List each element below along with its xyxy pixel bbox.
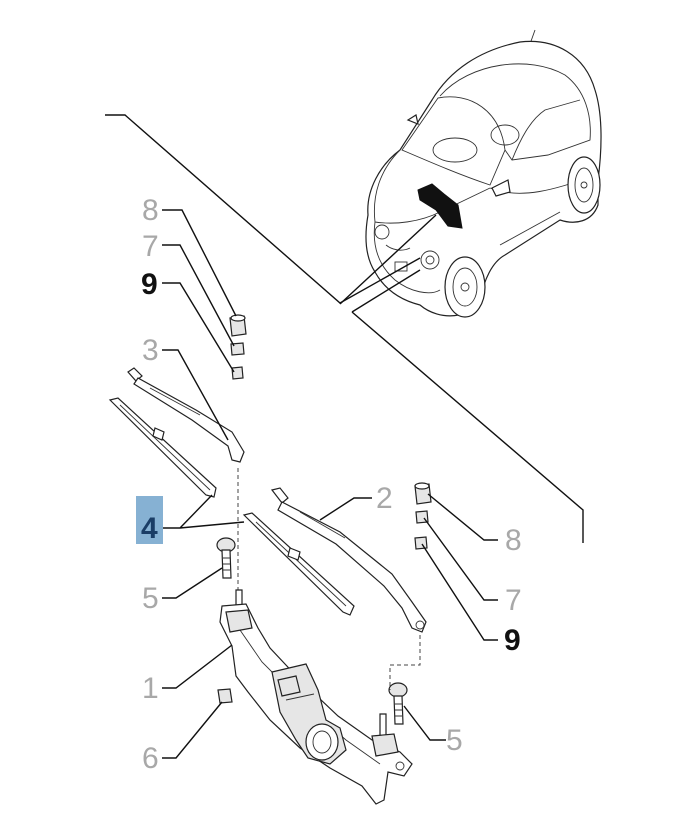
selected-part-highlight [136,496,163,544]
bolt-left [216,537,236,579]
callout-8-left[interactable]: 8 [142,194,159,227]
wiper-motor-linkage [219,589,413,805]
bolt-right [388,682,408,725]
wiper-arm-2 [270,487,427,633]
callout-2[interactable]: 2 [376,482,393,515]
frame-lines [105,114,584,543]
callout-6[interactable]: 6 [142,742,159,775]
wiper-blade-left [108,397,217,498]
car-illustration [339,29,602,318]
callout-3[interactable]: 3 [142,334,159,367]
callout-5-left[interactable]: 5 [142,582,159,615]
callout-8-right[interactable]: 8 [505,524,522,557]
callout-9-left[interactable]: 9 [141,268,158,301]
wiper-blade-right [242,512,355,616]
wiper-arm-3 [127,367,245,463]
callout-9-right[interactable]: 9 [504,624,521,657]
left-cap-nut-set [229,314,247,380]
callout-7-right[interactable]: 7 [505,584,522,617]
callout-numbers: 8 7 9 3 4 5 1 6 2 8 7 9 5 [141,194,522,775]
callout-leaders [162,209,498,759]
right-cap-nut-set [414,482,432,550]
callout-1[interactable]: 1 [142,672,159,705]
callout-7-left[interactable]: 7 [142,230,159,263]
callout-5-right[interactable]: 5 [446,724,463,757]
nut-6 [217,688,233,704]
callout-4[interactable]: 4 [141,512,158,545]
